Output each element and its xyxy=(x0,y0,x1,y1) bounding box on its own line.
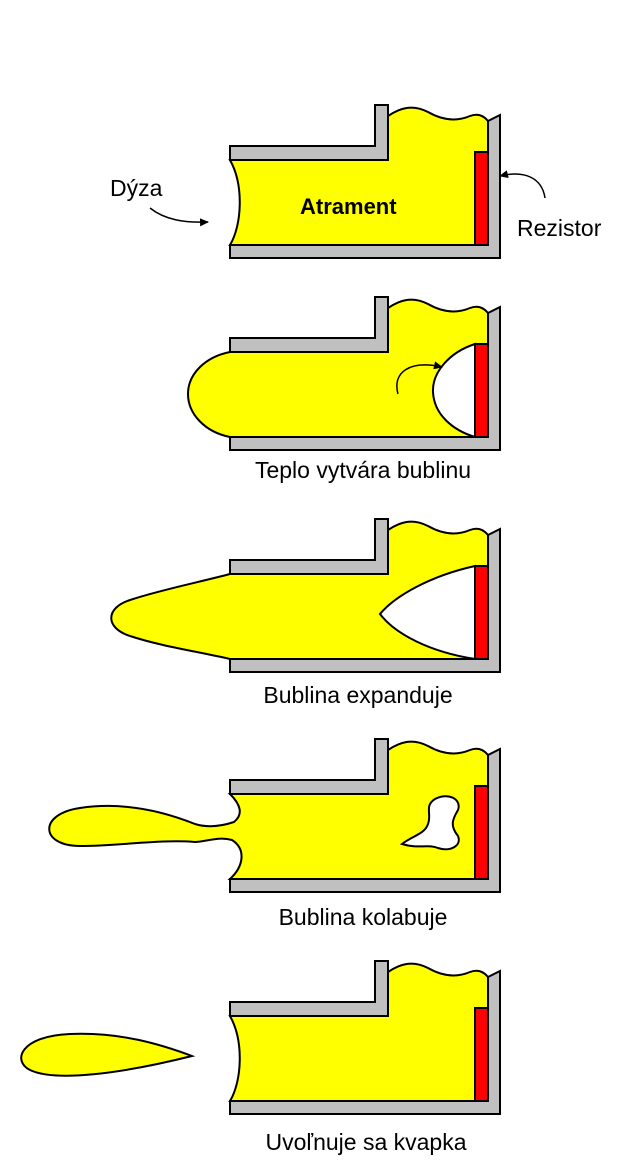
stage-3-caption: Bublina expanduje xyxy=(263,682,452,708)
stage-2-caption: Teplo vytvára bublinu xyxy=(255,457,471,483)
heat-arrow xyxy=(396,361,443,395)
ink-droplet xyxy=(20,1032,196,1077)
stage-2: Teplo vytvára bublinu xyxy=(186,296,501,483)
resistor-element xyxy=(474,785,489,880)
stage-5: Uvoľnuje sa kvapka xyxy=(20,960,501,1155)
resistor-element xyxy=(474,565,489,660)
resistor-element xyxy=(474,1007,489,1102)
resistor-arrow xyxy=(499,170,546,199)
vapor-bubble xyxy=(431,342,476,439)
ink-chamber xyxy=(48,740,489,880)
stage-1: Dýza Atrament Rezistor xyxy=(110,104,602,259)
resistor-element xyxy=(474,343,489,438)
vapor-bubble xyxy=(378,564,476,661)
collapsing-bubble xyxy=(399,795,460,851)
nozzle-arrow xyxy=(149,207,209,227)
nozzle-label: Dýza xyxy=(110,175,163,201)
ink-chamber xyxy=(229,962,489,1102)
stage-5-caption: Uvoľnuje sa kvapka xyxy=(265,1129,466,1155)
resistor-element xyxy=(474,151,489,246)
stage-3: Bublina expanduje xyxy=(110,518,501,708)
stage-4: Bublina kolabuje xyxy=(48,738,501,930)
ink-label: Atrament xyxy=(300,194,397,219)
stage-4-caption: Bublina kolabuje xyxy=(279,904,448,930)
resistor-label: Rezistor xyxy=(517,215,602,241)
ink-chamber xyxy=(229,106,489,247)
ink-chamber xyxy=(186,298,489,438)
